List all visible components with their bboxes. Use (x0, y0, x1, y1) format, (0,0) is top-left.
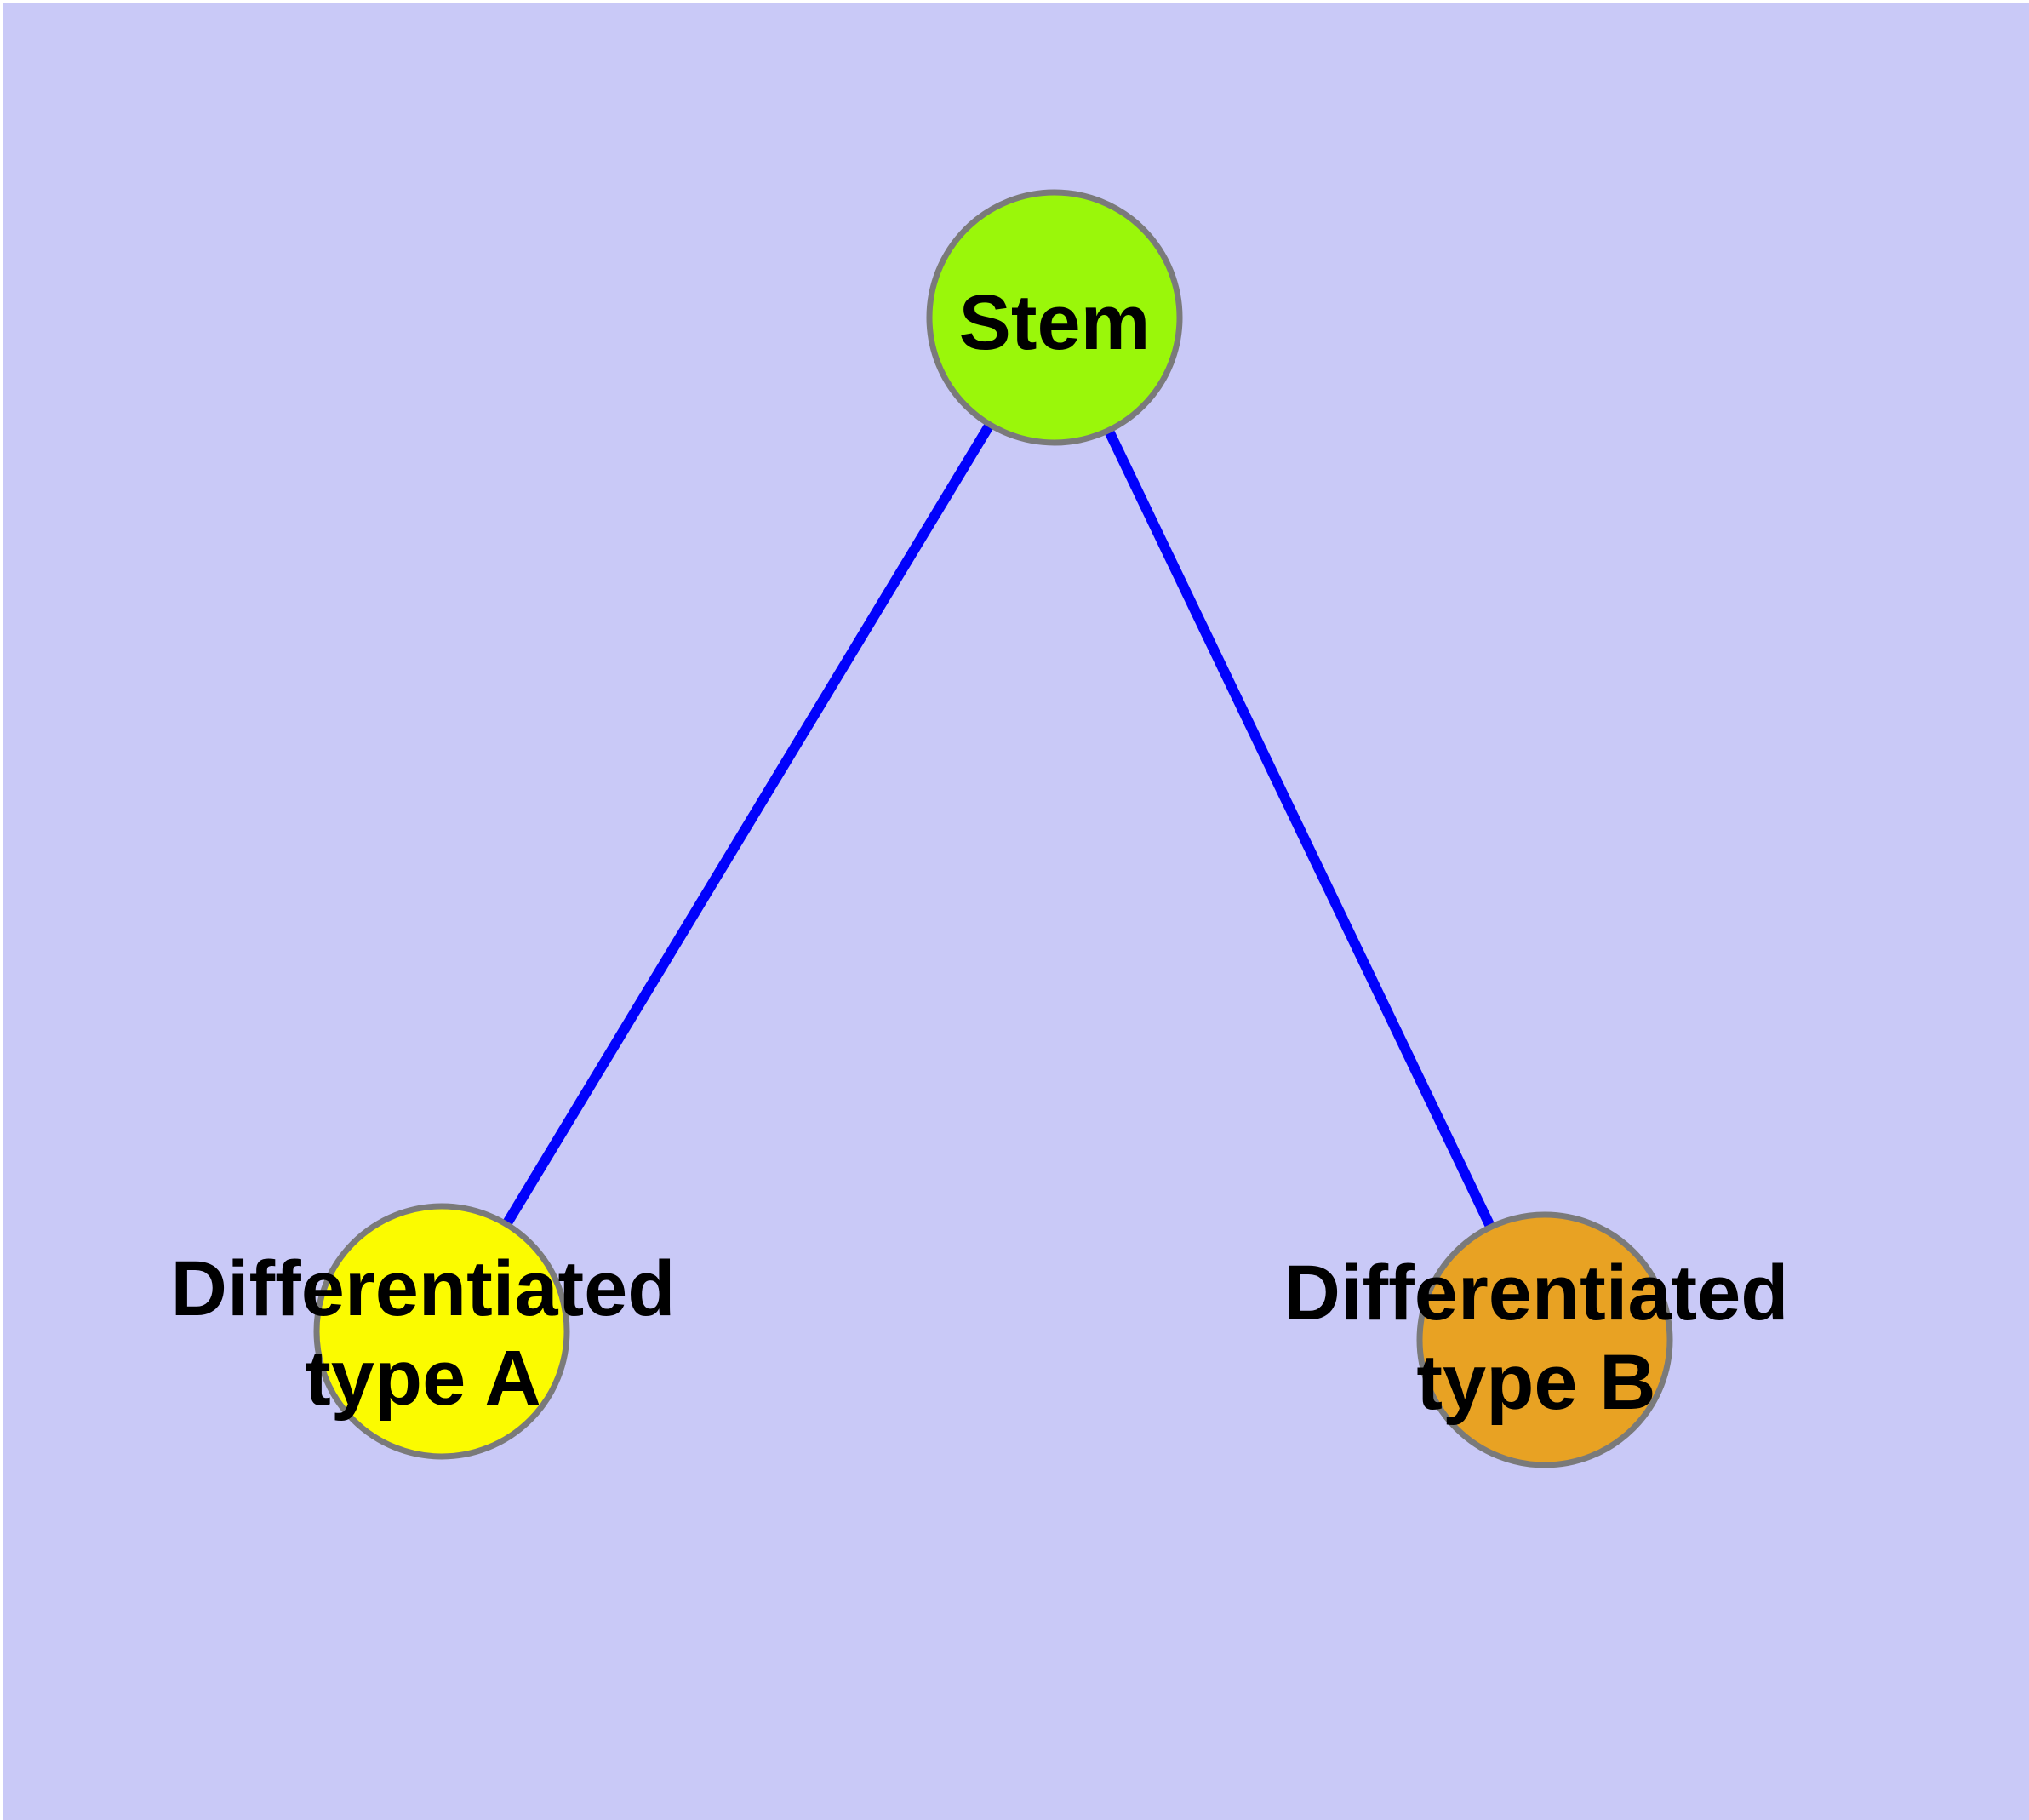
node-stem (926, 189, 1183, 446)
edge-stem-to-type-b (1049, 315, 1550, 1342)
node-type-b-label-line1: Differentiated (1284, 1250, 1789, 1336)
node-type-a (313, 1203, 570, 1460)
node-stem-label: Stem (959, 279, 1151, 366)
edge-stem-to-type-a (437, 314, 1060, 1335)
node-type-a-label-line2: type A (305, 1335, 541, 1422)
node-type-a-label-line1: Differentiated (171, 1245, 676, 1332)
node-type-b (1416, 1211, 1673, 1468)
node-type-b-label-line2: type B (1416, 1339, 1655, 1426)
